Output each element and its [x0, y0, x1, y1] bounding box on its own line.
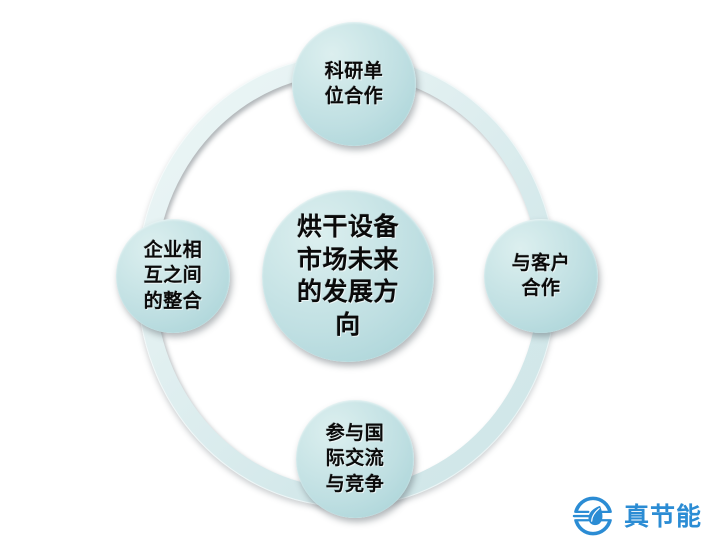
satellite-node-bottom[interactable]: 参与国 际交流 与竞争: [296, 400, 414, 518]
satellite-node-top[interactable]: 科研单 位合作: [292, 22, 416, 146]
center-node-label: 烘干设备 市场未来 的发展方 向: [296, 212, 399, 339]
satellite-node-top-label: 科研单 位合作: [324, 59, 384, 107]
brand-name: 真节能: [623, 501, 702, 531]
winged-leaf-circle-icon: [572, 496, 613, 536]
satellite-node-right[interactable]: 与客户 合作: [484, 219, 598, 333]
brand-watermark: 真节能: [571, 494, 702, 538]
satellite-node-left[interactable]: 企业相 互之间 的整合: [116, 219, 230, 333]
satellite-node-right-label: 与客户 合作: [511, 251, 571, 299]
center-node[interactable]: 烘干设备 市场未来 的发展方 向: [262, 190, 434, 362]
satellite-node-left-label: 企业相 互之间 的整合: [143, 238, 203, 312]
satellite-node-bottom-label: 参与国 际交流 与竞争: [325, 421, 385, 495]
